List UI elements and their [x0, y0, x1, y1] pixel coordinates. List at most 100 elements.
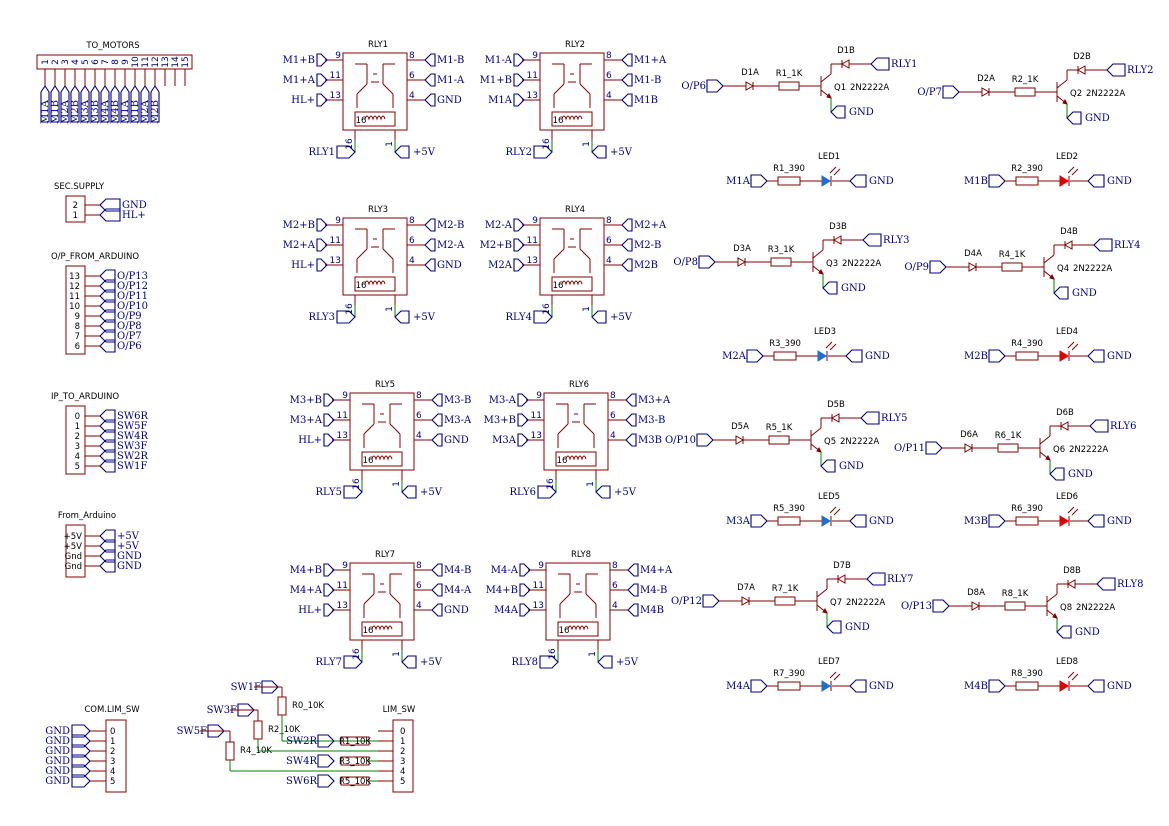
net-label-text: M4A — [100, 99, 111, 124]
transistor — [812, 240, 824, 275]
net-label-text: O/P6 — [117, 341, 142, 352]
pin-number: 9 — [532, 51, 538, 61]
net-label-text: O/P9 — [117, 311, 142, 322]
net-label-text: M1B — [964, 176, 988, 187]
net-label — [431, 603, 443, 617]
net-label — [316, 53, 328, 67]
pin-number: 4 — [610, 431, 616, 441]
net-label-text: GND — [45, 766, 70, 777]
net-label-text: HL+ — [122, 210, 146, 221]
net-label-text: O/P7 — [917, 87, 942, 98]
to-motors-pin-number: 3 — [61, 59, 71, 65]
transistor-model: 2N2222A — [1076, 603, 1115, 613]
pin-number: 1 — [75, 422, 80, 432]
net-label-text: HL+ — [291, 95, 315, 106]
net-label-text: GND — [117, 551, 142, 562]
net-label-text: GND — [45, 776, 70, 787]
net-label-text: M2-A — [485, 220, 513, 231]
net-label-text: M4+A — [640, 565, 673, 576]
net-label — [625, 433, 637, 447]
transistor-model: 2N2222A — [842, 259, 881, 269]
net-label-text: +5V — [413, 312, 436, 323]
net-label — [826, 620, 842, 634]
net-label-text: M1-B — [634, 75, 661, 86]
net-label — [424, 73, 436, 87]
net-label — [595, 485, 611, 499]
net-label — [822, 281, 838, 295]
net-label — [988, 349, 1006, 363]
from-arduino-ref: From_Arduino — [58, 511, 116, 521]
pin-number: 4 — [416, 431, 422, 441]
diode-b — [832, 235, 842, 245]
net-label — [394, 145, 410, 159]
diode-ref: D8A — [967, 588, 985, 598]
net-label — [621, 258, 633, 272]
net-label-text: SW5F — [117, 421, 147, 432]
net-label — [99, 459, 116, 473]
net-label — [750, 679, 768, 693]
relay-body — [342, 217, 408, 296]
diode-b — [1059, 421, 1069, 431]
net-label-text: M3B — [638, 435, 662, 446]
net-label-text: RLY8 — [512, 657, 539, 668]
led-symbol — [1059, 506, 1079, 527]
net-label-text: M2B — [634, 260, 658, 271]
net-label-text: M2B — [150, 100, 161, 124]
relay-contacts — [552, 63, 592, 108]
net-label-text: O/P12 — [671, 596, 702, 607]
net-label-text: O/P6 — [681, 81, 706, 92]
transistor — [816, 579, 828, 614]
net-label-text: M2-B — [437, 220, 464, 231]
resistor — [777, 681, 801, 691]
resistor — [225, 741, 235, 761]
net-label — [317, 734, 335, 748]
pin-number: 8 — [416, 561, 422, 571]
net-label-text: SW2R — [117, 451, 148, 462]
net-label — [424, 218, 436, 232]
net-label-text: M1B — [50, 100, 61, 124]
relay-body — [349, 392, 415, 471]
led-ref: LED8 — [1056, 657, 1078, 667]
net-label — [513, 93, 525, 107]
net-label — [621, 218, 633, 232]
resistor-ref: R7_390 — [773, 669, 805, 679]
pin-number: 11 — [527, 71, 538, 81]
led-symbol — [821, 671, 841, 692]
net-label-text: M1+A — [634, 55, 667, 66]
diode-b — [836, 574, 846, 584]
diode-a — [741, 596, 751, 606]
net-label-text: M1-B — [437, 55, 464, 66]
net-label — [533, 310, 553, 324]
led-ref: LED6 — [1056, 492, 1078, 502]
net-label-text: GND — [1107, 681, 1132, 692]
net-label — [702, 594, 720, 608]
transistor — [810, 418, 822, 453]
diode-b — [1063, 240, 1073, 250]
net-label-text: M2+B — [283, 220, 315, 231]
pin-number: 1 — [392, 481, 402, 487]
net-label-text: GND — [869, 681, 894, 692]
to-motors-pin-number: 13 — [161, 56, 171, 67]
pin-number: 1 — [582, 141, 592, 147]
net-label-text: RLY7 — [316, 657, 343, 668]
resistor — [777, 176, 801, 186]
to-motors-pin-number: 8 — [111, 59, 121, 65]
resistor-ref: R3_10K — [339, 757, 371, 767]
net-label — [537, 485, 557, 499]
net-label-text: M3B — [90, 100, 101, 124]
net-label — [1087, 174, 1105, 188]
net-label-text: M4-A — [444, 585, 472, 596]
to-motors-pin-number: 2 — [51, 59, 61, 65]
relay-coil — [354, 111, 396, 127]
net-label-text: M1+B — [480, 75, 512, 86]
net-label-text: GND — [45, 726, 70, 737]
net-label-text: +5V — [420, 487, 443, 498]
led-ref: LED4 — [1056, 327, 1078, 337]
net-label — [513, 53, 525, 67]
